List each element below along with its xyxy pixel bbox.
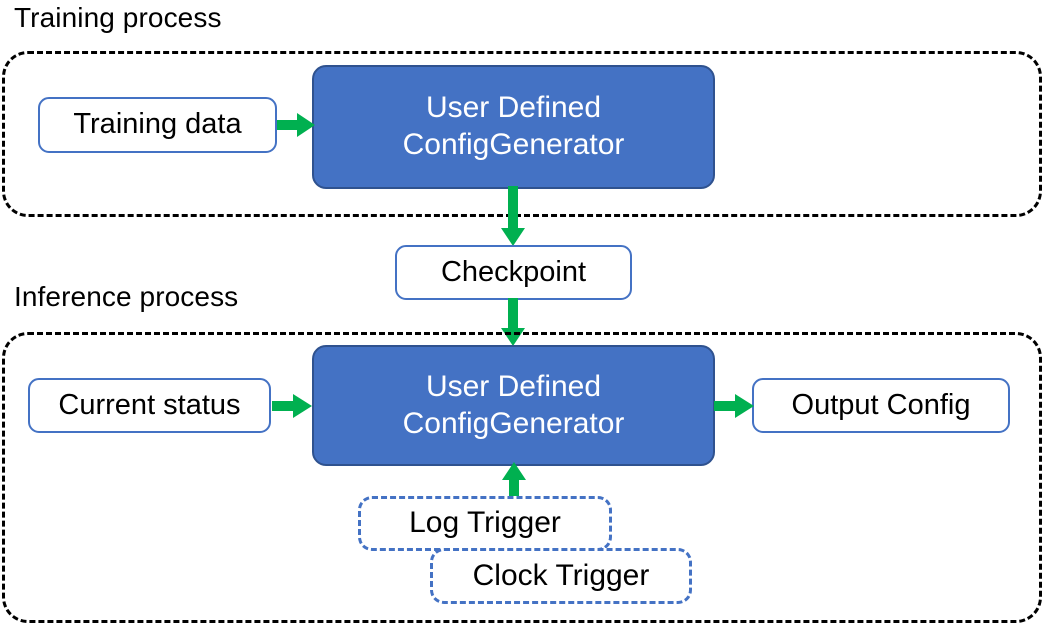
node-output-config[interactable]: Output Config (752, 378, 1010, 433)
inference-process-caption: Inference process (14, 281, 239, 312)
node-training-data-label: Training data (73, 108, 242, 141)
node-clock-trigger[interactable]: Clock Trigger (430, 548, 692, 604)
node-training-data[interactable]: Training data (38, 97, 277, 153)
node-current-status-label: Current status (58, 388, 241, 421)
arrow-current-status-to-inference (272, 391, 314, 421)
arrow-triggers-to-inference (499, 462, 529, 502)
arrow-inference-to-output-config (714, 391, 756, 421)
node-inference-config-generator-line2: ConfigGenerator (402, 406, 625, 440)
node-log-trigger-label: Log Trigger (409, 506, 561, 540)
arrow-training-data-to-generator (277, 110, 317, 140)
node-inference-config-generator[interactable]: User Defined ConfigGenerator (312, 345, 715, 466)
node-training-config-generator-line1: User Defined (425, 91, 602, 125)
node-checkpoint-label: Checkpoint (440, 255, 587, 288)
node-checkpoint[interactable]: Checkpoint (395, 245, 632, 300)
node-inference-config-generator-line1: User Defined (425, 369, 602, 403)
training-process-group (2, 51, 1042, 217)
node-output-config-label: Output Config (791, 388, 971, 421)
inference-process-group (2, 332, 1042, 623)
node-training-config-generator[interactable]: User Defined ConfigGenerator (312, 65, 715, 189)
arrow-generator-to-checkpoint (498, 186, 528, 248)
node-training-config-generator-line2: ConfigGenerator (402, 128, 625, 161)
node-log-trigger[interactable]: Log Trigger (358, 496, 612, 551)
node-clock-trigger-label: Clock Trigger (472, 558, 650, 592)
node-current-status[interactable]: Current status (28, 378, 271, 433)
training-process-caption: Training process (14, 2, 222, 33)
